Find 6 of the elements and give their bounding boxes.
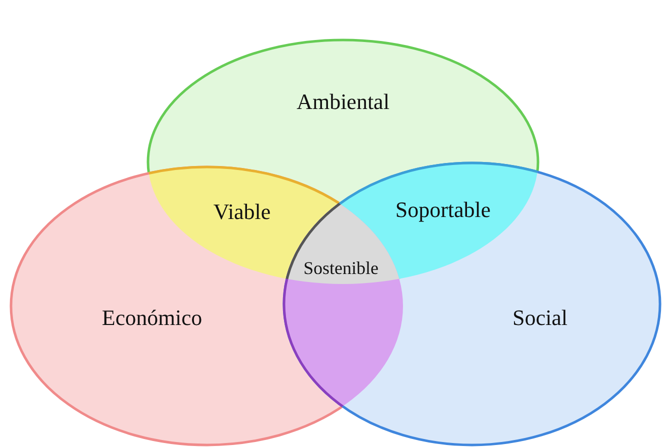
region-label: Viable bbox=[213, 200, 271, 224]
region-label: Soportable bbox=[395, 198, 491, 222]
region-label: Social bbox=[512, 306, 568, 330]
region-label: Económico bbox=[102, 306, 202, 330]
region-label: Sostenible bbox=[304, 259, 378, 279]
region-label: Ambiental bbox=[296, 90, 390, 114]
